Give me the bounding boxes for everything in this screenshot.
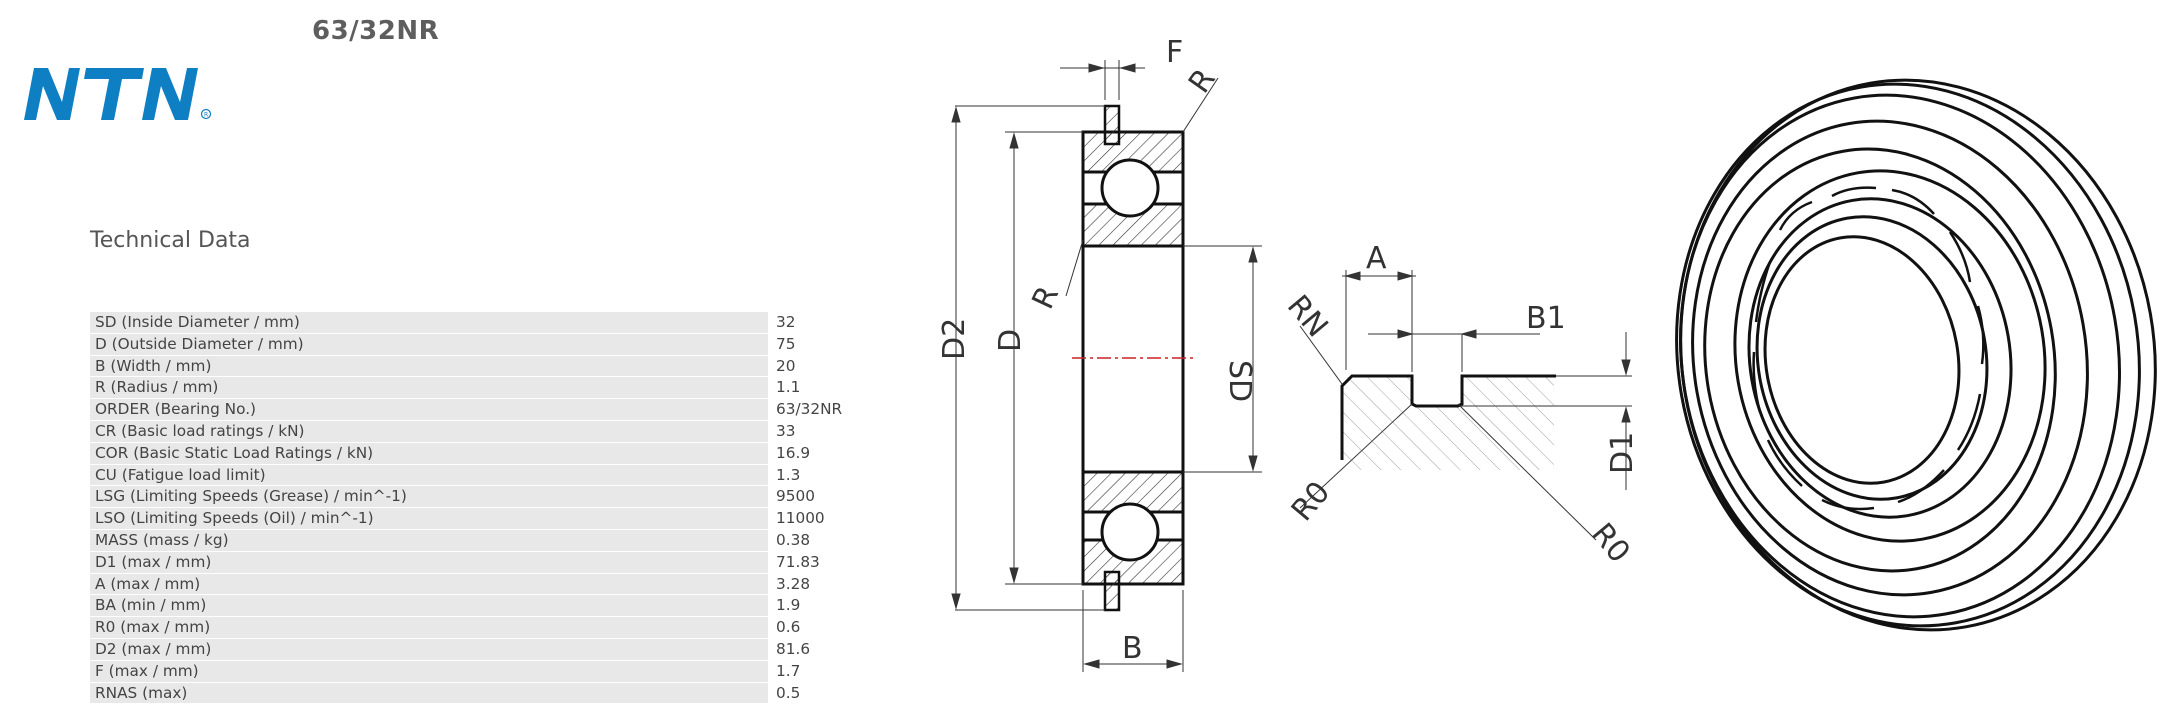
spec-value: 63/32NR: [776, 400, 843, 419]
spec-value: 3.28: [776, 574, 811, 593]
spec-row: CU (Fatigue load limit) 1.3: [90, 464, 860, 487]
svg-text:R: R: [204, 112, 208, 119]
spec-row: SD (Inside Diameter / mm) 32: [90, 312, 860, 334]
spec-row: MASS (mass / kg) 0.38: [90, 529, 860, 552]
spec-value: 0.38: [776, 530, 811, 549]
label-f: F: [1166, 35, 1183, 70]
spec-value: 71.83: [776, 552, 820, 571]
spec-label: F (max / mm): [90, 660, 768, 683]
label-rn: RN: [1280, 289, 1335, 345]
label-r-side: R: [1026, 281, 1067, 315]
spec-row: RNAS (max) 0.5: [90, 682, 860, 705]
spec-value: 75: [776, 334, 796, 353]
label-r0-left: R0: [1285, 475, 1337, 528]
spec-value: 0.6: [776, 618, 801, 637]
spec-label: R (Radius / mm): [90, 377, 768, 400]
spec-label: D2 (max / mm): [90, 638, 768, 661]
label-r0-right: R0: [1584, 517, 1636, 570]
spec-value: 81.6: [776, 639, 811, 658]
spec-label: R0 (max / mm): [90, 617, 768, 639]
spec-table: SD (Inside Diameter / mm) 32 D (Outside Di…: [90, 312, 860, 705]
spec-row: D (Outside Diameter / mm) 75: [90, 333, 860, 356]
spec-value: 32: [776, 313, 796, 331]
spec-value: 1.9: [776, 596, 801, 615]
label-d: D: [993, 329, 1028, 352]
spec-label: BA (min / mm): [90, 595, 768, 618]
spec-value: 33: [776, 421, 796, 440]
spec-label: COR (Basic Static Load Ratings / kN): [90, 442, 768, 465]
groove-detail-drawing: A B1 RN R0 R0 D1: [1280, 241, 1640, 570]
spec-value: 20: [776, 356, 796, 375]
spec-value: 1.3: [776, 465, 801, 484]
spec-row: BA (min / mm) 1.9: [90, 595, 860, 618]
spec-row: ORDER (Bearing No.) 63/32NR: [90, 399, 860, 421]
spec-row: R (Radius / mm) 1.1: [90, 377, 860, 400]
spec-row: D1 (max / mm) 71.83: [90, 551, 860, 574]
product-title: 63/32NR: [312, 16, 440, 46]
spec-label: D (Outside Diameter / mm): [90, 333, 768, 356]
label-sd: SD: [1222, 360, 1257, 402]
spec-label: B (Width / mm): [90, 355, 768, 378]
spec-value: 9500: [776, 487, 815, 506]
spec-row: R0 (max / mm) 0.6: [90, 617, 860, 639]
label-d2: D2: [937, 318, 972, 360]
spec-row: CR (Basic load ratings / kN) 33: [90, 420, 860, 443]
spec-row: LSO (Limiting Speeds (Oil) / min^-1) 1100…: [90, 508, 860, 530]
spec-value: 11000: [776, 509, 825, 528]
spec-label: LSO (Limiting Speeds (Oil) / min^-1): [90, 508, 768, 530]
ball-bottom: [1100, 502, 1160, 562]
spec-label: RNAS (max): [90, 682, 768, 705]
spec-value: 1.1: [776, 378, 801, 397]
spec-label: ORDER (Bearing No.): [90, 399, 768, 421]
spec-row: D2 (max / mm) 81.6: [90, 638, 860, 661]
spec-row: B (Width / mm) 20: [90, 355, 860, 378]
spec-label: CR (Basic load ratings / kN): [90, 420, 768, 443]
bearing-perspective-illustration: [1675, 78, 2157, 632]
label-b1: B1: [1526, 301, 1566, 336]
ntn-logo: R: [24, 68, 212, 120]
spec-value: 16.9: [776, 443, 811, 462]
label-b: B: [1122, 631, 1143, 666]
bearing-section-drawing: F R R D2 D SD B: [937, 35, 1262, 672]
spec-label: SD (Inside Diameter / mm): [90, 312, 768, 334]
section-title: Technical Data: [90, 228, 251, 253]
spec-label: D1 (max / mm): [90, 551, 768, 574]
spec-label: A (max / mm): [90, 573, 768, 596]
spec-value: 1.7: [776, 661, 801, 680]
spec-row: COR (Basic Static Load Ratings / kN) 16.9: [90, 442, 860, 465]
spec-label: CU (Fatigue load limit): [90, 464, 768, 487]
label-r-top: R: [1182, 63, 1223, 100]
spec-label: LSG (Limiting Speeds (Grease) / min^-1): [90, 486, 768, 509]
spec-row: F (max / mm) 1.7: [90, 660, 860, 683]
ball-top: [1100, 158, 1160, 218]
label-d1: D1: [1605, 432, 1640, 474]
spec-label: MASS (mass / kg): [90, 529, 768, 552]
label-a: A: [1366, 241, 1387, 276]
spec-value: 0.5: [776, 683, 801, 702]
spec-row: A (max / mm) 3.28: [90, 573, 860, 596]
spec-row: LSG (Limiting Speeds (Grease) / min^-1) 9…: [90, 486, 860, 509]
